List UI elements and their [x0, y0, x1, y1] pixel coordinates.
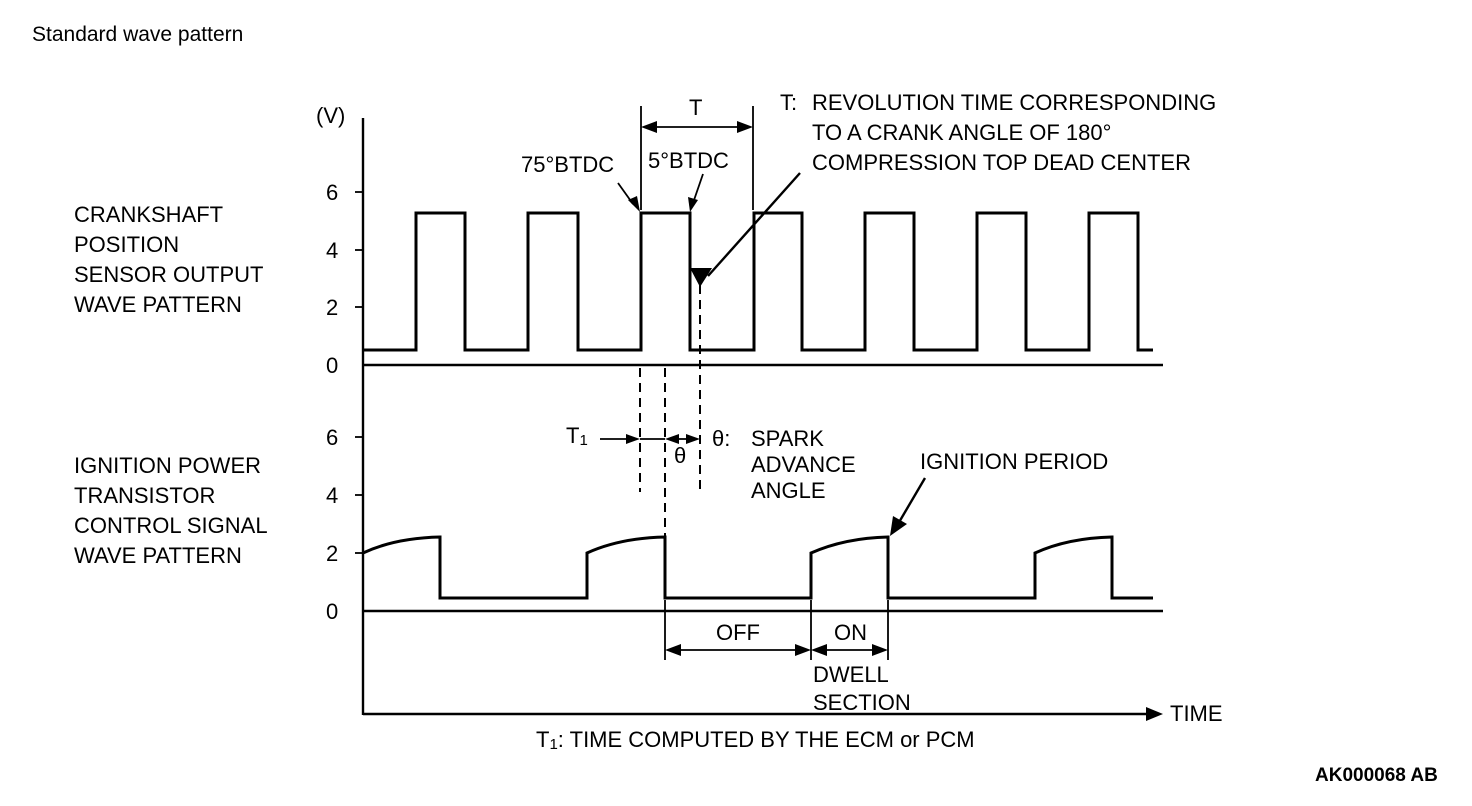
footnote: T1: TIME COMPUTED BY THE ECM or PCM	[536, 727, 975, 753]
upper-y-ticks: 6 4 2 0	[326, 180, 363, 378]
upper-tick-2: 2	[326, 295, 338, 320]
theta-definition-line-2: ADVANCE	[751, 452, 856, 477]
btdc-5-label: 5°BTDC	[648, 148, 729, 173]
dwell-section-line-1: DWELL	[813, 662, 889, 687]
page-title: Standard wave pattern	[32, 23, 243, 46]
theta-arrow-left	[665, 434, 679, 444]
ignition-period-label: IGNITION PERIOD	[920, 449, 1108, 474]
off-arrow-right	[795, 644, 811, 656]
btdc-75-label: 75°BTDC	[521, 152, 614, 177]
upper-tick-4: 4	[326, 238, 338, 263]
image-code: AK000068 AB	[1315, 765, 1438, 786]
lower-label-line-2: TRANSISTOR	[74, 483, 215, 508]
t-definition-line-3: COMPRESSION TOP DEAD CENTER	[812, 150, 1191, 175]
off-arrow-left	[665, 644, 681, 656]
on-label: ON	[834, 620, 867, 645]
lower-tick-0: 0	[326, 599, 338, 624]
theta-definition-line-3: ANGLE	[751, 478, 826, 503]
lower-label-line-3: CONTROL SIGNAL	[74, 513, 268, 538]
upper-label-line-2: POSITION	[74, 232, 179, 257]
upper-chart-label: CRANKSHAFT POSITION SENSOR OUTPUT WAVE P…	[74, 202, 263, 317]
tdc-pointer-arrowhead	[690, 268, 712, 287]
t-definition-line-1: REVOLUTION TIME CORRESPONDING	[812, 90, 1216, 115]
btdc-5-arrowhead	[688, 197, 698, 212]
off-label: OFF	[716, 620, 760, 645]
lower-label-line-1: IGNITION POWER	[74, 453, 261, 478]
upper-label-line-1: CRANKSHAFT	[74, 202, 223, 227]
time-axis-label: TIME	[1170, 701, 1223, 726]
ignition-period-leader	[896, 477, 927, 525]
ignition-period-arrowhead	[890, 516, 907, 536]
time-axis-arrowhead	[1146, 707, 1163, 721]
t1-arrowhead	[626, 434, 640, 444]
y-axis-unit: (V)	[316, 103, 345, 128]
upper-tick-0: 0	[326, 353, 338, 378]
btdc-75-arrowhead	[628, 196, 640, 212]
lower-label-line-4: WAVE PATTERN	[74, 543, 242, 568]
upper-label-line-3: SENSOR OUTPUT	[74, 262, 263, 287]
t-definition-line-2: TO A CRANK ANGLE OF 180°	[812, 120, 1111, 145]
on-arrow-right	[872, 644, 888, 656]
lower-tick-6: 6	[326, 425, 338, 450]
t-label: T	[689, 95, 702, 120]
t-arrow-right	[737, 121, 753, 133]
theta-symbol: θ	[674, 443, 686, 468]
crankshaft-square-wave	[363, 211, 1153, 352]
upper-label-line-4: WAVE PATTERN	[74, 292, 242, 317]
upper-tick-6: 6	[326, 180, 338, 205]
theta-arrow-right	[686, 434, 700, 444]
btdc-5-leader	[692, 173, 704, 204]
t1-label: T1	[566, 423, 588, 449]
ignition-control-signal-wave	[362, 535, 1153, 600]
theta-definition-line-1: SPARK	[751, 426, 824, 451]
dwell-section-line-2: SECTION	[813, 690, 911, 715]
on-arrow-left	[811, 644, 827, 656]
lower-chart-label: IGNITION POWER TRANSISTOR CONTROL SIGNAL…	[74, 453, 268, 568]
lower-y-ticks: 6 4 2 0	[326, 425, 363, 624]
tdc-pointer-line	[707, 172, 801, 277]
lower-tick-2: 2	[326, 541, 338, 566]
theta-definition-prefix: θ:	[712, 426, 730, 451]
t-definition-prefix: T:	[780, 90, 797, 115]
t-arrow-left	[641, 121, 657, 133]
lower-tick-4: 4	[326, 483, 338, 508]
